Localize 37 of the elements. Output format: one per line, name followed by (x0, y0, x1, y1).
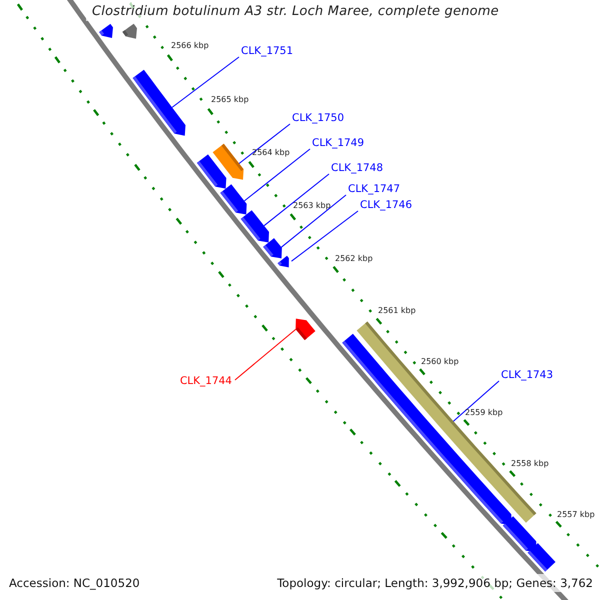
gene-label: CLK_1750 (292, 112, 344, 124)
gene-feature (502, 516, 536, 552)
scale-label: 2563 kbp (293, 201, 331, 211)
gene-label: CLK_1748 (331, 162, 384, 174)
gene-label: CLK_1746 (360, 198, 412, 212)
scale-label: 2562 kbp (335, 254, 373, 264)
scale-label: 2565 kbp (211, 95, 249, 105)
gene-feature (220, 184, 247, 214)
scale-label: 2558 kbp (511, 459, 549, 469)
gene-feature (528, 543, 556, 572)
gene-feature (99, 24, 113, 38)
gene-feature (278, 256, 289, 268)
gene-feature (196, 154, 226, 189)
gene-feature (263, 238, 282, 258)
gene-label: CLK_1747 (348, 182, 400, 196)
scale-label: 2559 kbp (465, 408, 503, 418)
gene-feature (122, 24, 137, 39)
gene-label: CLK_1744 (180, 374, 232, 388)
gene-feature (296, 318, 316, 340)
leader-line (238, 124, 290, 164)
leader-line (280, 194, 346, 248)
leader-line (172, 56, 240, 108)
leader-line (452, 380, 500, 422)
gene-label: CLK_1743 (501, 368, 554, 382)
leader-line (244, 148, 310, 202)
scale-label: 2560 kbp (421, 357, 459, 367)
scale-label: 2561 kbp (378, 306, 416, 316)
gene-label: CLK_1751 (241, 44, 294, 58)
scale-label: 2566 kbp (171, 41, 209, 51)
leader-line (264, 174, 330, 226)
leader-line (291, 210, 358, 262)
gene-feature (240, 210, 269, 242)
gene-feature (132, 70, 186, 136)
leader-line (234, 328, 296, 380)
scale-label: 2564 kbp (252, 148, 290, 158)
gene-label: CLK_1749 (312, 136, 364, 150)
scale-label: 2557 kbp (557, 510, 595, 520)
